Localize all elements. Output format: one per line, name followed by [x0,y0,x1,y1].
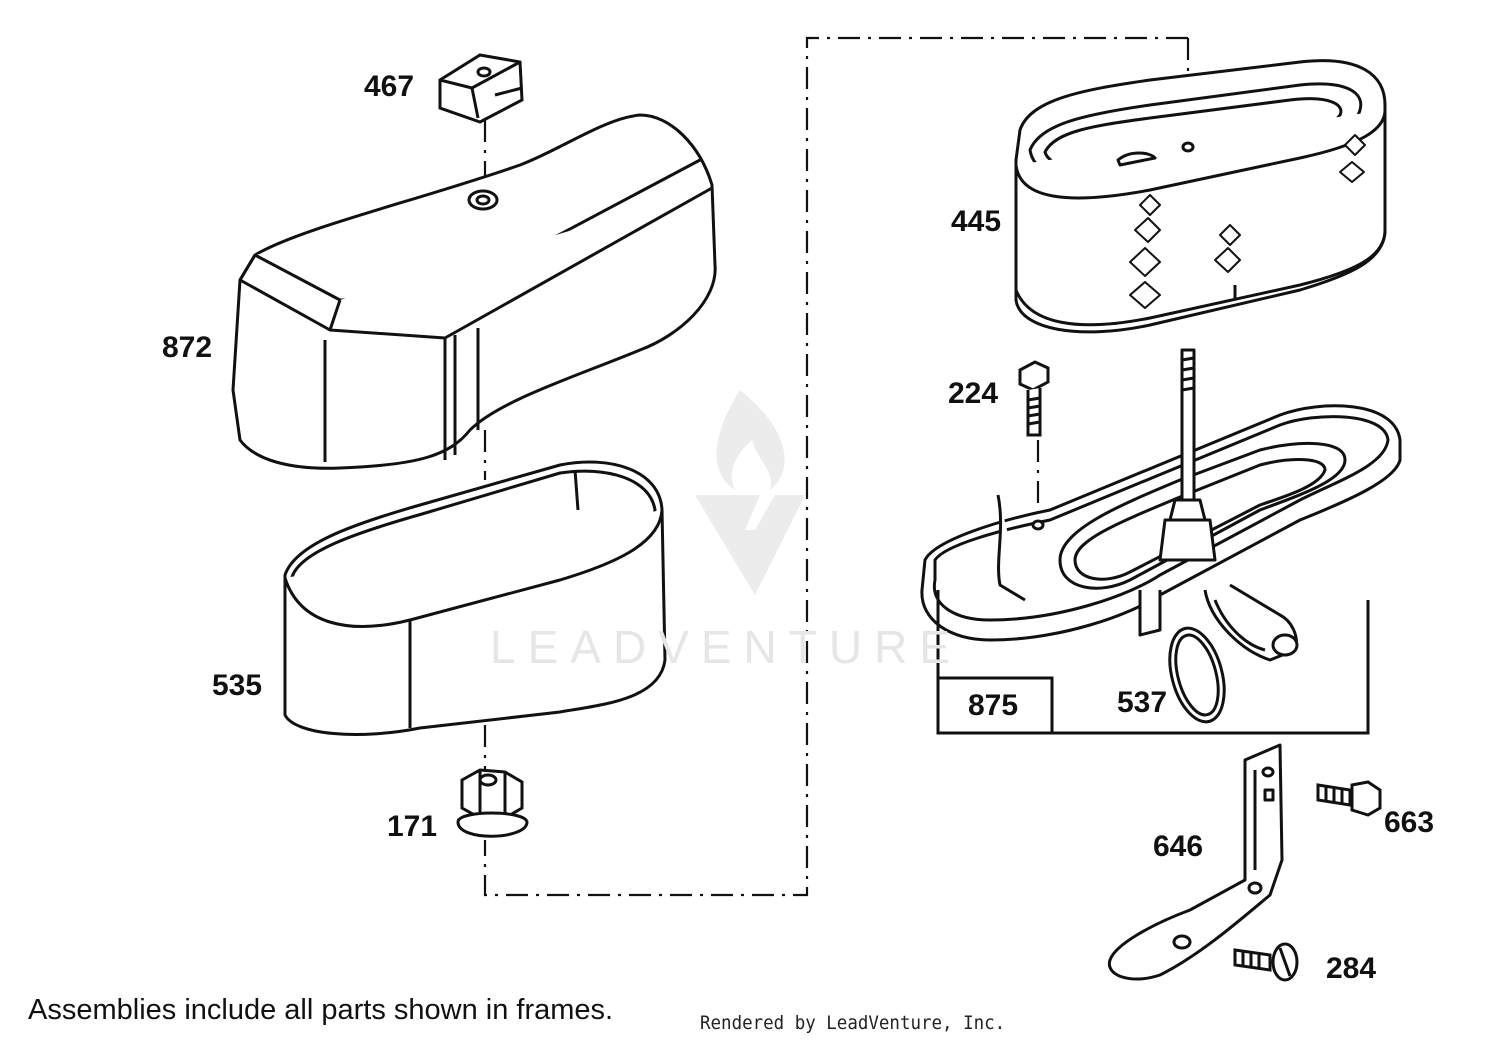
part-224-bolt [1018,360,1050,437]
callout-284: 284 [1326,952,1377,985]
part-875-base [920,348,1402,662]
callout-535: 535 [212,669,263,702]
assembly-frame-875 [936,590,1370,735]
watermark-logo [695,390,805,595]
part-445-filter [1014,59,1387,334]
watermark-text: LEADVENTURE [490,621,962,673]
part-872-cover [231,113,717,470]
callout-872: 872 [162,331,213,364]
rendered-by-credit: Rendered by LeadVenture, Inc. [700,1012,1006,1034]
callout-663: 663 [1384,806,1435,839]
part-663-screw [1316,780,1382,817]
callout-646: 646 [1153,830,1204,863]
part-535-sleeve [283,460,667,736]
part-284-screw [1233,942,1299,982]
callout-224: 224 [948,377,999,410]
callout-445: 445 [951,205,1002,238]
footnote-text: Assemblies include all parts shown in fr… [28,994,614,1026]
callout-537: 537 [1117,686,1168,719]
part-171-nut [456,768,529,838]
callout-171: 171 [387,810,438,843]
part-646-bracket [1107,743,1284,981]
callout-875: 875 [968,689,1019,722]
part-467-knob [438,53,524,124]
callout-467: 467 [364,70,415,103]
part-537-ring [1168,626,1226,724]
